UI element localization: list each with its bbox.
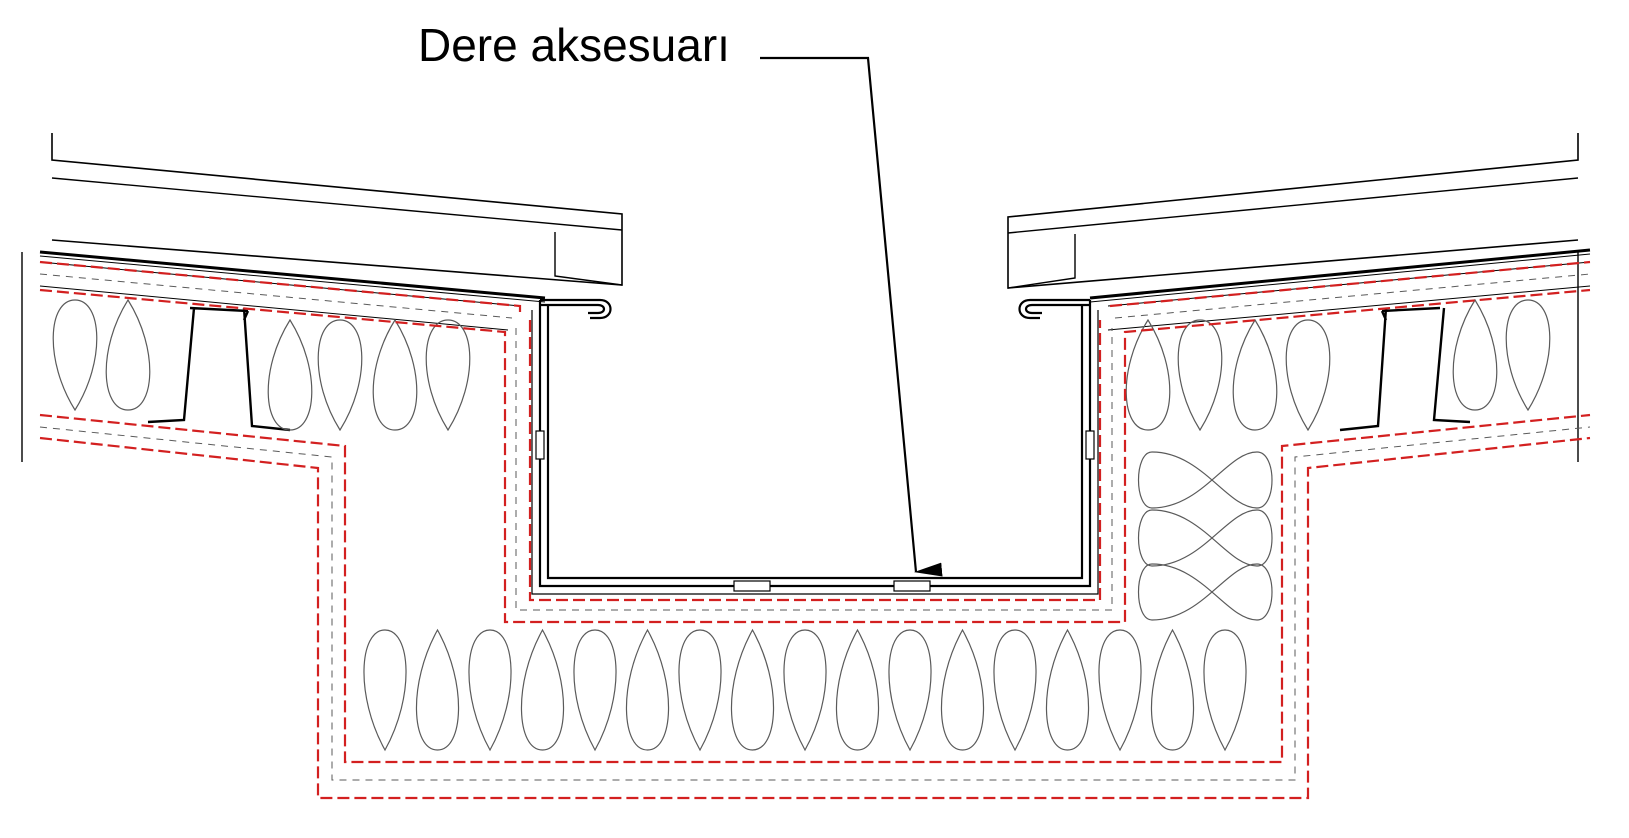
insulation-loop xyxy=(835,628,880,751)
inner-vapor-barrier xyxy=(39,413,1591,764)
right-panel-inner-line xyxy=(1007,177,1579,234)
insulation-loop xyxy=(1256,563,1273,621)
insulation-loop xyxy=(1505,299,1551,412)
insulation-loop xyxy=(267,318,313,431)
insulation-loop xyxy=(1232,318,1278,431)
insulation-loop xyxy=(1125,318,1171,431)
gutter-liner-outer xyxy=(538,300,1092,588)
insulation-loop xyxy=(105,298,151,411)
insulation-loop xyxy=(783,629,827,752)
insulation-loop xyxy=(1137,451,1153,509)
left-membrane-strip-lower xyxy=(39,255,546,303)
insulation-loop xyxy=(1137,509,1153,567)
gutter-liner-inner xyxy=(546,305,1084,580)
bottom-brick-band xyxy=(39,426,1591,781)
insulation-loop xyxy=(678,629,722,752)
gutter-brick-band xyxy=(515,328,1113,611)
insulation-loop xyxy=(425,319,471,432)
gutter-inner-vapor xyxy=(39,288,1591,624)
gutter-joint-marker xyxy=(1085,430,1095,460)
insulation-loop xyxy=(1151,509,1258,567)
insulation-loop xyxy=(52,299,98,412)
gutter-liner-vapor xyxy=(528,320,1102,602)
right-gutter-hook-inner xyxy=(1024,303,1090,315)
right-panel-end-block xyxy=(1007,234,1076,289)
insulation-loop xyxy=(1137,563,1153,621)
left-band-line xyxy=(39,285,509,331)
callout-arrow xyxy=(760,56,943,577)
left-panel-end-block xyxy=(554,232,623,286)
right-membrane-strip xyxy=(1089,248,1591,300)
right-band-line xyxy=(1107,285,1591,331)
left-roof-panel xyxy=(51,133,623,286)
gutter-liner-backing xyxy=(531,310,1099,595)
insulation-loop xyxy=(372,318,418,431)
left-gutter-hook xyxy=(540,298,612,320)
insulation-loop xyxy=(317,319,363,432)
gutter-joint-marker xyxy=(893,580,931,592)
left-gutter-hook-inner xyxy=(540,303,606,315)
left-z-purlin xyxy=(147,306,291,432)
vapor-barrier-lines xyxy=(39,260,1591,800)
right-top-vapor xyxy=(1109,260,1591,308)
callout-label: Dere aksesuarı xyxy=(418,19,730,71)
left-upper-brick-band xyxy=(39,273,513,319)
right-upper-brick-band xyxy=(1114,273,1591,319)
insulation-loop xyxy=(1098,629,1142,752)
insulation-loop xyxy=(1256,509,1273,567)
right-membrane-strip-lower xyxy=(1089,253,1591,303)
left-membrane-strip xyxy=(39,250,546,300)
insulation-loop xyxy=(1151,451,1258,509)
insulation-loop xyxy=(363,629,407,752)
insulation-loop xyxy=(1151,509,1258,567)
insulation-loop xyxy=(1285,319,1331,432)
left-panel-inner-line xyxy=(51,177,623,231)
gutter-accessory xyxy=(531,298,1099,595)
insulation-loop xyxy=(1256,451,1273,509)
insulation-layer xyxy=(39,273,1591,781)
right-roof-panel xyxy=(1007,133,1579,289)
left-top-vapor xyxy=(39,260,522,312)
right-z-purlin xyxy=(1339,306,1471,432)
roof-structure xyxy=(21,133,1591,462)
insulation-loop xyxy=(1203,629,1247,752)
insulation-loop xyxy=(415,628,460,751)
gutter-joint-marker xyxy=(733,580,771,592)
insulation-loop xyxy=(888,629,932,752)
right-gutter-hook xyxy=(1018,298,1090,320)
insulation-loop xyxy=(730,628,775,751)
insulation-loop xyxy=(1151,563,1258,621)
insulation-loop xyxy=(993,629,1037,752)
callout-leader xyxy=(760,56,943,577)
insulation-loop xyxy=(468,629,512,752)
gutter-joint-marker xyxy=(535,430,545,460)
insulation-loop xyxy=(1150,628,1195,751)
insulation-loop xyxy=(1151,563,1258,621)
insulation-loop xyxy=(573,629,617,752)
insulation-loop xyxy=(1452,298,1498,411)
insulation-loop xyxy=(1177,319,1223,432)
insulation-loop xyxy=(625,628,670,751)
insulation-loop xyxy=(1045,628,1090,751)
insulation-loop xyxy=(520,628,565,751)
insulation-loop xyxy=(940,628,985,751)
outer-vapor-barrier xyxy=(39,436,1591,800)
insulation-loop xyxy=(1151,451,1258,509)
